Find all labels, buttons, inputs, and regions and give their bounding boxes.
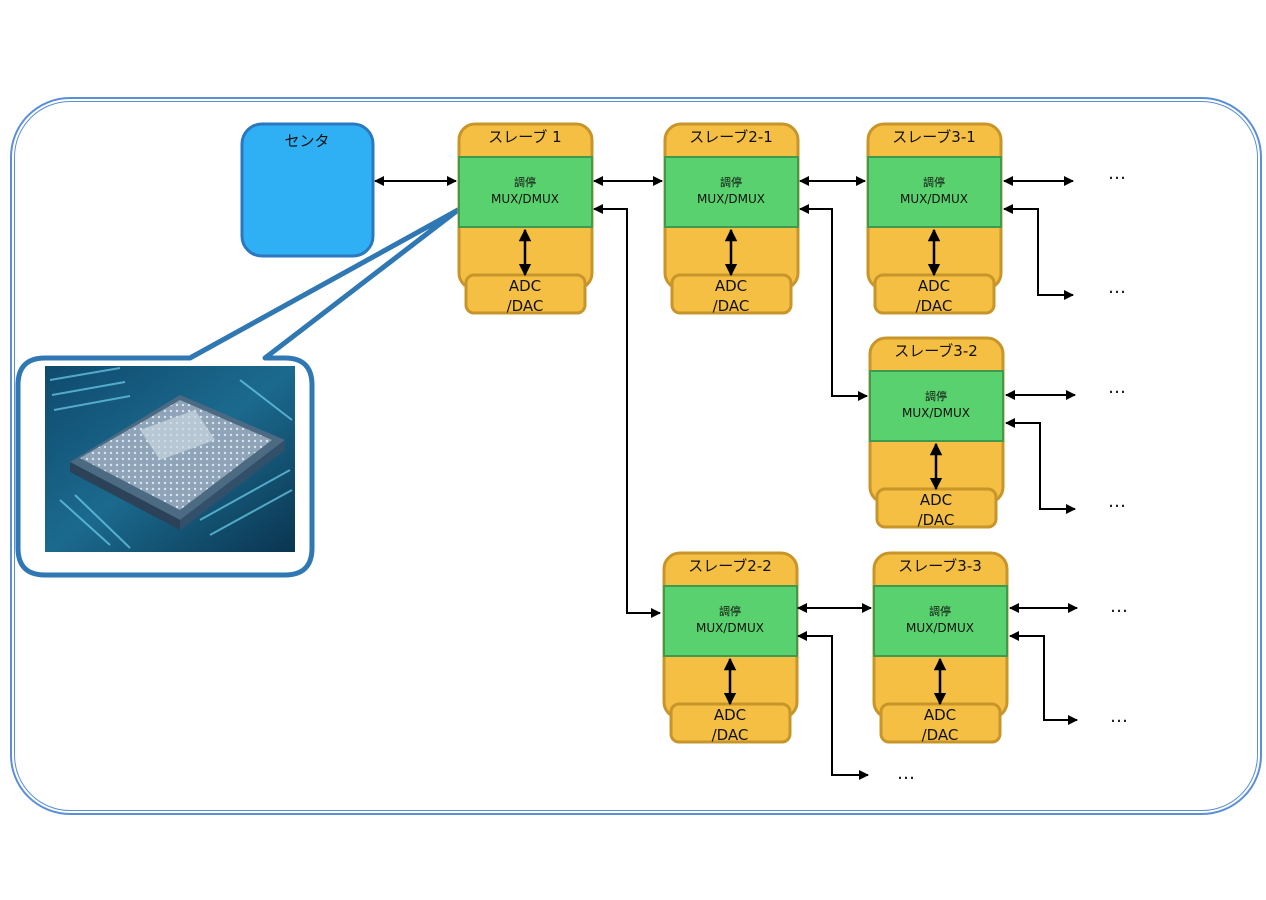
center-box (240, 122, 375, 258)
adc-label: ADC (920, 491, 952, 509)
slave-node-s21: スレーブ2-1 調停 MUX/DMUX ADC/DAC (663, 122, 800, 315)
dac-label: /DAC (916, 297, 953, 315)
slave-node-s22: スレーブ2-2 調停 MUX/DMUX ADC/DAC (662, 551, 799, 744)
dac-label: /DAC (713, 297, 750, 315)
slave-node-s1: スレーブ 1 調停 MUX/DMUX ADC/DAC (457, 122, 594, 315)
outer-frame (10, 97, 1262, 815)
dac-label: /DAC (922, 726, 959, 744)
arbitration-label: 調停 (925, 389, 947, 403)
slave3-1-out-b (1003, 204, 1074, 300)
ellipsis-mark: … (1108, 277, 1126, 298)
slave3-2-out-b (1005, 418, 1076, 514)
ellipsis-mark: … (1108, 163, 1126, 184)
mux-dmux-label: MUX/DMUX (696, 621, 764, 635)
ellipsis-mark: … (1110, 596, 1128, 617)
center-node: センタ (240, 122, 375, 258)
mux-dmux-label: MUX/DMUX (697, 192, 765, 206)
slave-title: スレーブ3-2 (894, 342, 978, 360)
adc-label: ADC (924, 706, 956, 724)
mux-dmux-label: MUX/DMUX (906, 621, 974, 635)
dac-label: /DAC (918, 511, 955, 529)
slave-title: スレーブ3-1 (892, 128, 976, 146)
dac-label: /DAC (712, 726, 749, 744)
mux-module-box (664, 156, 799, 228)
ellipsis-mark: … (1110, 706, 1128, 727)
mux-dmux-label: MUX/DMUX (902, 406, 970, 420)
ellipsis-mark: … (897, 763, 915, 784)
slave-title: スレーブ2-2 (688, 557, 772, 575)
mux-module-box (663, 585, 798, 657)
ellipsis-mark: … (1108, 377, 1126, 398)
arbitration-label: 調停 (514, 175, 536, 189)
mux-dmux-label: MUX/DMUX (491, 192, 559, 206)
slave1-slave2-2-link (593, 204, 661, 618)
adc-label: ADC (714, 706, 746, 724)
slave-title: スレーブ2-1 (689, 128, 773, 146)
slave-node-s31: スレーブ3-1 調停 MUX/DMUX ADC/DAC (866, 122, 1003, 315)
mux-module-box (458, 156, 593, 228)
slave-title: スレーブ 1 (488, 128, 561, 146)
arbitration-label: 調停 (720, 175, 742, 189)
chip-callout (15, 207, 461, 578)
slave-title: スレーブ3-3 (898, 557, 982, 575)
adc-label: ADC (509, 277, 541, 295)
mux-dmux-label: MUX/DMUX (900, 192, 968, 206)
mux-module-box (869, 370, 1004, 442)
slave-node-s32: スレーブ3-2 調停 MUX/DMUX ADC/DAC (868, 336, 1005, 529)
slave2-2-branch-link (797, 631, 869, 780)
adc-label: ADC (715, 277, 747, 295)
inner-frame (14, 101, 1258, 811)
dac-label: /DAC (507, 297, 544, 315)
arbitration-label: 調停 (719, 604, 741, 618)
slave-node-s33: スレーブ3-3 調停 MUX/DMUX ADC/DAC (872, 551, 1009, 744)
arbitration-label: 調停 (923, 175, 945, 189)
slave3-3-out-b (1009, 631, 1078, 725)
center-label: センタ (284, 132, 329, 150)
slave2-1-slave3-2-link (799, 204, 868, 401)
adc-label: ADC (918, 277, 950, 295)
mux-module-box (867, 156, 1002, 228)
arbitration-label: 調停 (929, 604, 951, 618)
chip-photo-image (45, 366, 295, 552)
mux-module-box (873, 585, 1008, 657)
ellipsis-mark: … (1108, 491, 1126, 512)
